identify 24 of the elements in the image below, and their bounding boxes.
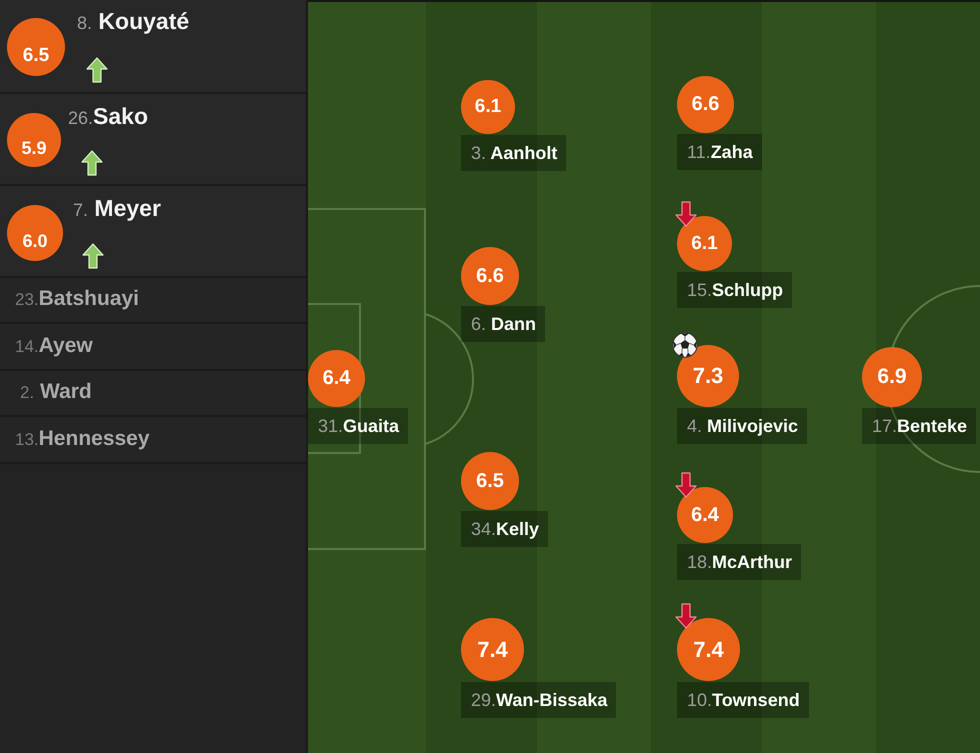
player-name-plate: 11.Zaha xyxy=(677,134,762,170)
rating-badge: 5.9 xyxy=(7,113,61,167)
player-name-plate: 10.Townsend xyxy=(677,682,809,718)
player-name: 26.Sako xyxy=(68,103,148,130)
player-name: 7. Meyer xyxy=(73,195,161,222)
player-name: 2. Ward xyxy=(20,380,92,404)
player-name-plate: 4. Milivojevic xyxy=(677,408,808,444)
player-row xyxy=(0,94,306,186)
player-name-plate: 18.McArthur xyxy=(677,544,802,580)
rating-badge: 6.5 xyxy=(7,18,65,76)
player-name-plate: 3. Aanholt xyxy=(461,135,566,171)
rating-badge: 6.0 xyxy=(7,205,63,261)
player-row xyxy=(0,0,306,94)
player-name: 14.Ayew xyxy=(15,334,93,358)
player-name: 23.Batshuayi xyxy=(15,287,140,311)
player-name-plate: 6. Dann xyxy=(461,306,546,342)
player-name-plate: 29.Wan-Bissaka xyxy=(461,682,616,718)
player-name-plate: 34.Kelly xyxy=(461,511,548,547)
player-name-plate: 17.Benteke xyxy=(862,408,976,444)
player-row xyxy=(0,186,306,278)
player-name-plate: 15.Schlupp xyxy=(677,272,792,308)
player-name: 8. Kouyaté xyxy=(77,8,190,35)
player-name: 13.Hennessey xyxy=(15,427,150,451)
player-name-plate: 31.Guaita xyxy=(308,408,408,444)
